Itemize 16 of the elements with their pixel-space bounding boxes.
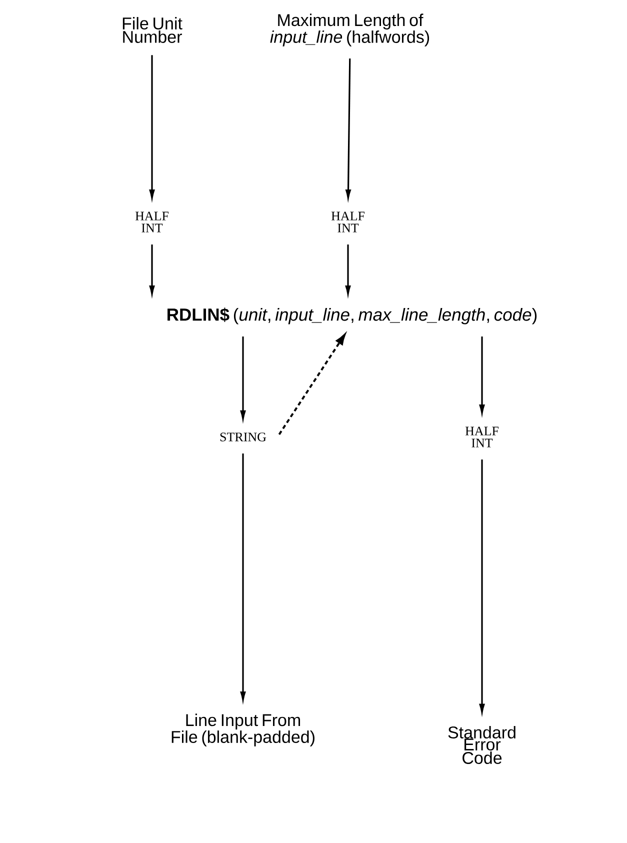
type-label: HALF INT — [331, 212, 364, 232]
caption-text: Maximum Length of input_line (halfwords) — [270, 14, 430, 46]
function-signature: RDLIN$ (unit, input_line, max_line_length, code) — [168, 308, 537, 324]
caption-text: File Unit Number — [122, 17, 182, 43]
caption-text: Line Input From File (blank-padded) — [172, 714, 314, 746]
arrow — [240, 336, 246, 420]
arrow — [479, 336, 485, 414]
type-label: STRING — [220, 432, 266, 442]
caption-text: Standard Error Code — [448, 726, 516, 764]
arrow — [278, 334, 346, 435]
type-label: HALF INT — [465, 426, 498, 448]
arrow — [240, 454, 246, 701]
arrow — [149, 244, 155, 295]
type-label: HALF INT — [135, 212, 168, 232]
arrow — [149, 55, 155, 199]
arrow — [345, 244, 351, 295]
